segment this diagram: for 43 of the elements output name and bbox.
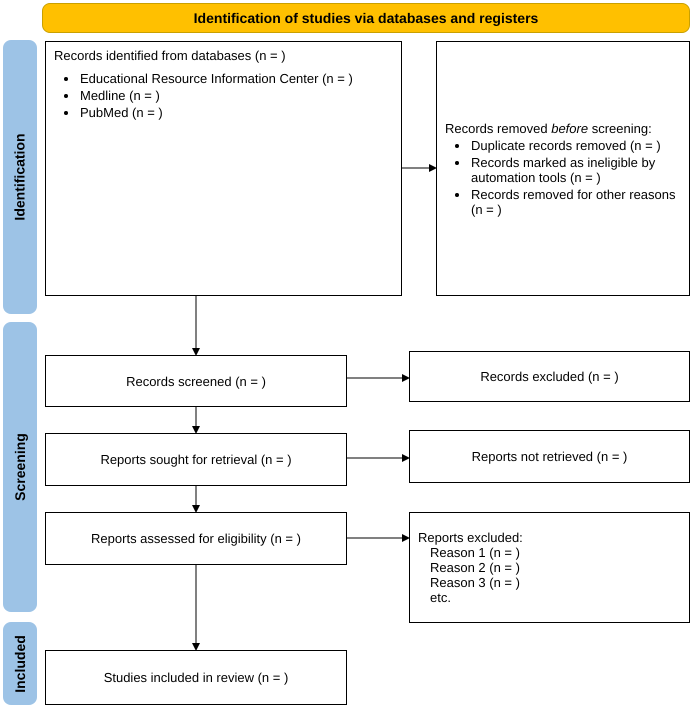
arrow (346, 534, 410, 542)
bullet-item: Duplicate records removed (n = ) (445, 138, 681, 152)
arrow (402, 164, 437, 172)
box-heading: Records identified from databases (n = ) (54, 48, 287, 63)
bullet-item: Records removed for other reasons (n = ) (445, 186, 681, 216)
bullet-item: Educational Resource Information Center (n = ) (54, 71, 393, 86)
process-box (436, 41, 690, 296)
reason-item: Reason 2 (n = ) (429, 560, 521, 575)
process-box (45, 41, 402, 296)
arrow (192, 564, 200, 651)
phase-band (3, 40, 37, 314)
box-text: Reports not retrieved (n = ) (472, 449, 628, 464)
bullet-item: Records marked as ineligible by automation tools (n = ) (445, 154, 681, 184)
reason-item: Reason 3 (n = ) (429, 575, 521, 590)
box-text: Records excluded (n = ) (480, 369, 619, 384)
reason-item: etc. (429, 590, 452, 605)
box-text: Studies included in review (n = ) (104, 670, 288, 685)
box-text: Reports assessed for eligibility (n = ) (91, 531, 301, 546)
phase-label: Included (12, 634, 28, 692)
process-box (45, 512, 347, 565)
box-heading: Records removed before screening: (445, 120, 653, 136)
phase-band (3, 622, 37, 705)
process-box (409, 430, 690, 483)
arrow (192, 406, 200, 434)
box-heading: Reports excluded: (418, 530, 523, 545)
process-box (409, 351, 690, 402)
process-box (45, 650, 347, 705)
box-text: Records screened (n = ) (126, 374, 266, 388)
arrow (192, 296, 200, 356)
process-box (409, 512, 690, 623)
arrow (192, 486, 200, 513)
bullet-item: Medline (n = ) (54, 88, 393, 103)
process-box (45, 433, 347, 486)
process-box (45, 355, 347, 407)
bullet-item: PubMed (n = ) (54, 105, 393, 120)
arrow (346, 374, 410, 382)
phase-label: Screening (12, 433, 28, 501)
arrow (346, 454, 410, 462)
reason-item: Reason 1 (n = ) (429, 545, 521, 560)
phase-band (3, 322, 37, 612)
box-text: Reports sought for retrieval (n = ) (100, 452, 292, 467)
title-banner: Identification of studies via databases and registers (42, 3, 690, 33)
phase-label: Identification (12, 133, 28, 221)
